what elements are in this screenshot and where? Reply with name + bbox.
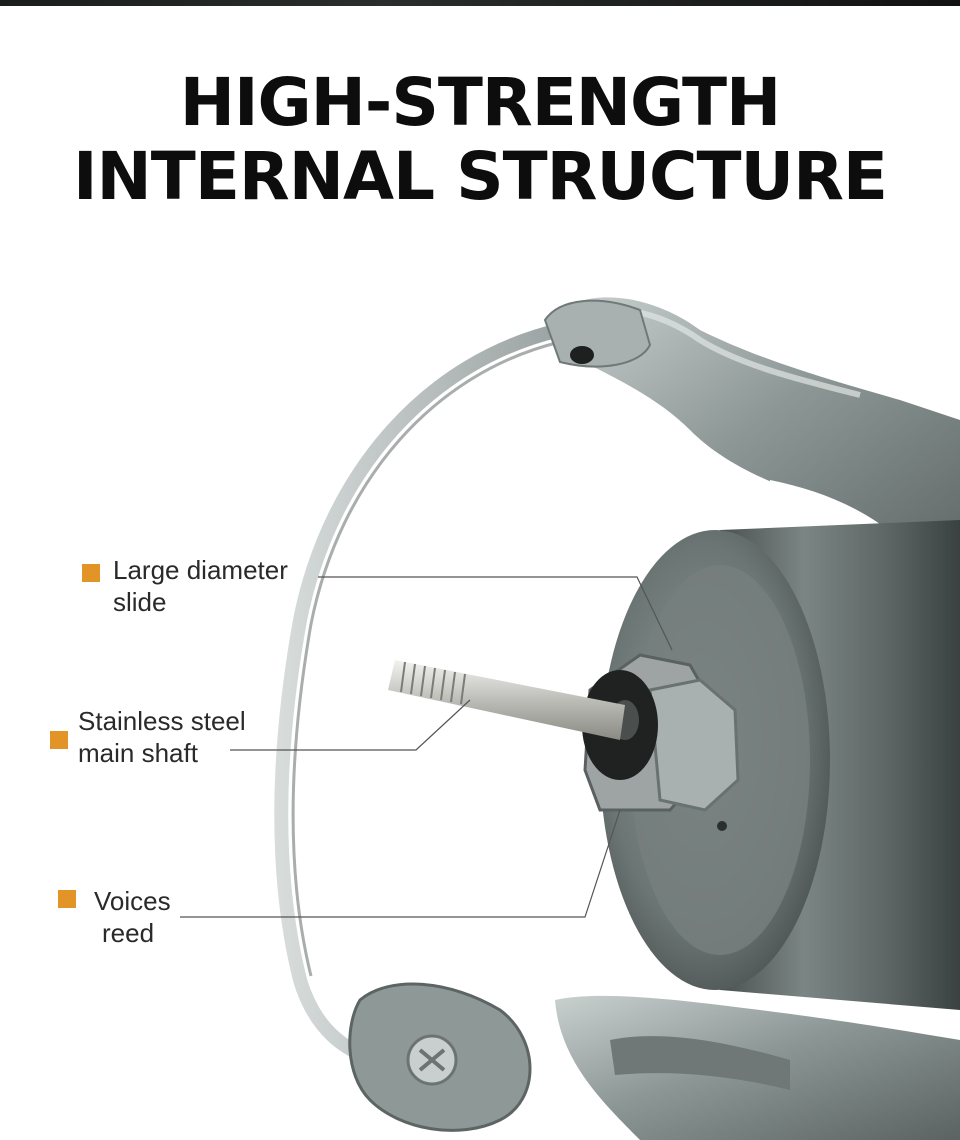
callout-line-2: reed [102,918,155,948]
callout-text: Large diameter slide [113,554,288,618]
callout-text: Stainless steel main shaft [78,705,246,769]
callout-line-2: slide [113,587,167,617]
callout-line-1: Large diameter [113,555,288,585]
bail-wire-shadow [291,340,561,977]
main-shaft [388,660,625,740]
headline: HIGH-STRENGTH INTERNAL STRUCTURE [0,66,960,214]
headline-line-1: HIGH-STRENGTH [179,64,782,141]
top-screw [570,346,594,364]
bail-wire [274,323,567,1067]
leader-line-shaft [230,699,471,751]
headline-line-2: INTERNAL STRUCTURE [73,138,888,215]
callout-line-2: main shaft [78,738,198,768]
callout-line-1: Voices [94,886,171,916]
top-banner-strip [0,0,960,6]
shaft-thread [400,661,466,705]
callout-marker [50,731,68,749]
leader-lines [180,576,673,918]
leader-line-slide [318,576,673,651]
callout-line-1: Stainless steel [78,706,246,736]
callout-text: Voices reed [94,885,171,949]
callout-marker [58,890,76,908]
hex-nut [648,678,740,812]
upper-rotor-arm [560,297,960,600]
callout-marker [82,564,100,582]
spool-hole [717,821,727,831]
lower-arm-window [610,1036,790,1090]
bail-arm-top [543,299,652,368]
reel-body [274,297,960,1140]
leader-line-reed [180,809,621,918]
